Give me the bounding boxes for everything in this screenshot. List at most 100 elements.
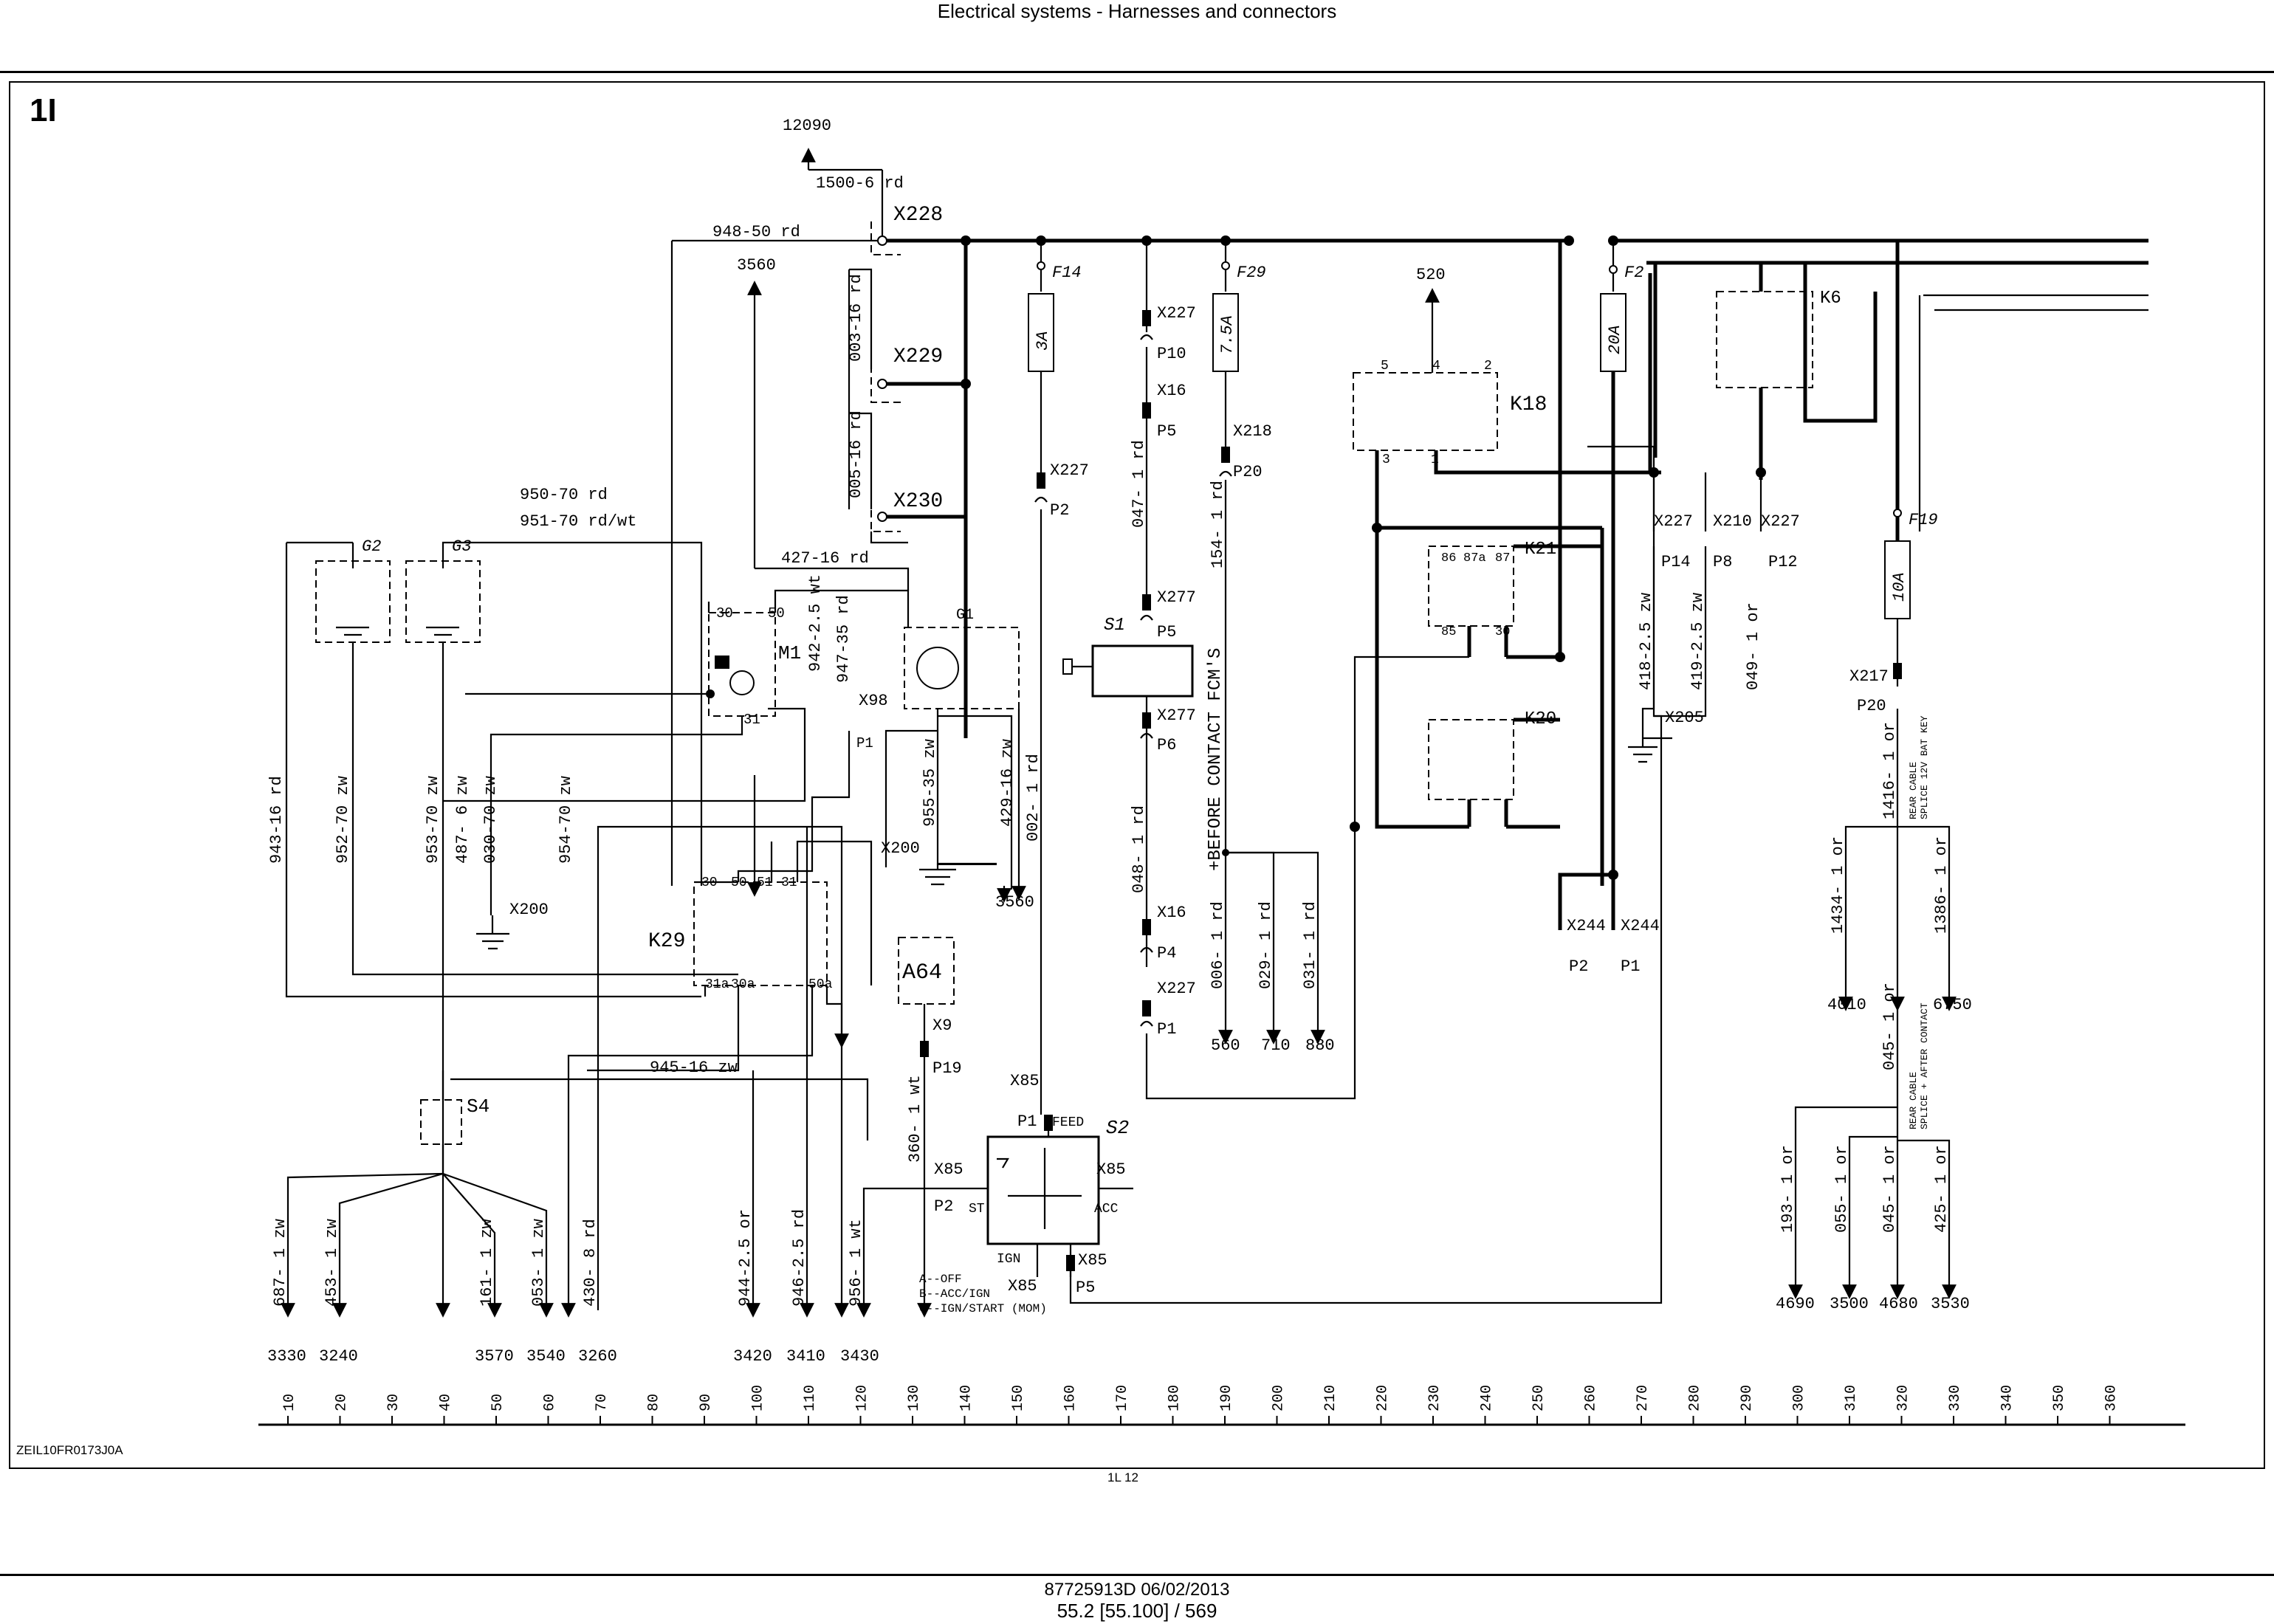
- ruler-tick-label: 270: [1635, 1385, 1652, 1411]
- wire-953: 953-70 zw: [424, 776, 442, 864]
- label-k21: K21: [1525, 540, 1556, 560]
- connector-x9: X9: [932, 1016, 952, 1035]
- ruler-tick-label: 340: [1999, 1385, 2016, 1411]
- pin-p20-f29: P20: [1233, 463, 1263, 481]
- connector-x227-s1: X227: [1157, 304, 1196, 323]
- battery-g2: [285, 541, 738, 998]
- k29-pin-31a: 31a: [705, 977, 729, 992]
- label-k20: K20: [1525, 709, 1556, 729]
- k29-pin-50: 50: [731, 875, 747, 890]
- connector-x200-left: X200: [509, 901, 549, 919]
- ruler-tick-label: 100: [750, 1385, 767, 1411]
- k29-pin-50a: 50a: [808, 977, 833, 992]
- relay-k21: [1350, 523, 1602, 832]
- ref-4690: 4690: [1776, 1295, 1815, 1313]
- ruler-tick-label: 280: [1687, 1385, 1704, 1411]
- connector-stack: [670, 148, 971, 886]
- pin-p5-s2: P5: [1076, 1279, 1095, 1297]
- wire-948: 948-50 rd: [712, 223, 800, 241]
- fuse-f2-branch: [1069, 241, 1766, 1304]
- ref-3240: 3240: [319, 1347, 358, 1366]
- ruler-tick-label: 170: [1114, 1385, 1131, 1411]
- relay-module-k18: [1353, 288, 1661, 886]
- s1-column: [1062, 241, 1469, 1100]
- wire-487: 487- 6 zw: [453, 776, 472, 864]
- sheet-id: 1I: [30, 92, 57, 128]
- note-before-contact: +BEFORE CONTACT FCM'S: [1206, 648, 1226, 871]
- label-f19: F19: [1909, 511, 1938, 529]
- ruler-tick-label: 300: [1791, 1385, 1808, 1411]
- ruler-tick-label: 210: [1322, 1385, 1339, 1411]
- connector-x16-bottom: X16: [1157, 904, 1186, 922]
- wire-193: 193- 1 or: [1779, 1145, 1797, 1233]
- label-m1: M1: [778, 642, 801, 664]
- ruler-tick-label: 190: [1218, 1385, 1235, 1411]
- pin-p12: P12: [1768, 553, 1798, 571]
- ruler-tick-label: 70: [594, 1394, 611, 1411]
- connector-x244-left: X244: [1567, 917, 1606, 935]
- m1-pin-50: 50: [768, 605, 785, 622]
- label-s2: S2: [1106, 1117, 1129, 1139]
- fuse-f14-branch: [1028, 241, 1054, 1115]
- label-g2: G2: [362, 537, 381, 556]
- pin-p20-f19: P20: [1857, 697, 1886, 715]
- module-a64: [898, 937, 955, 1318]
- k21-pin-85: 85: [1441, 625, 1456, 639]
- pin-p1-x98: P1: [856, 735, 873, 751]
- ref-3410: 3410: [786, 1347, 825, 1366]
- wire-945: 945-16 zw: [650, 1059, 738, 1077]
- wire-161: 161- 1 zw: [478, 1219, 496, 1307]
- ref-6750: 6750: [1933, 996, 1972, 1014]
- label-f2: F2: [1624, 264, 1643, 282]
- k21-pin-87a: 87a: [1463, 551, 1486, 565]
- ref-3560-top: 3560: [737, 256, 776, 275]
- wire-954: 954-70 zw: [557, 776, 575, 864]
- ref-3260: 3260: [578, 1347, 617, 1366]
- pin-p5-top: P5: [1157, 422, 1176, 441]
- wire-003: 003-16 rd: [847, 274, 865, 362]
- k29-pin-30: 30: [701, 875, 718, 890]
- ref-4010: 4010: [1827, 996, 1866, 1014]
- wire-002: 002- 1 rd: [1024, 754, 1042, 842]
- wire-045-top: 045- 1 or: [1880, 983, 1899, 1070]
- ruler-tick-label: 110: [802, 1385, 819, 1411]
- s2-feed: FEED: [1052, 1115, 1084, 1130]
- footer-rule: [0, 1574, 2274, 1576]
- wire-1386: 1386- 1 or: [1932, 836, 1951, 934]
- connector-x229: X229: [893, 345, 943, 368]
- connector-x217: X217: [1849, 667, 1889, 686]
- connector-x277-bottom: X277: [1157, 706, 1196, 725]
- wire-419: 419-2.5 zw: [1689, 593, 1707, 690]
- ref-710: 710: [1261, 1036, 1291, 1055]
- ref-4680: 4680: [1879, 1295, 1918, 1313]
- connector-x244-right: X244: [1621, 917, 1660, 935]
- pin-p2-f14: P2: [1050, 501, 1069, 520]
- wire-687: 687- 1 zw: [271, 1219, 289, 1307]
- connector-x98: X98: [859, 692, 888, 710]
- k29-pin-30a: 30a: [731, 977, 755, 992]
- label-s1: S1: [1104, 616, 1125, 636]
- figure-code: ZEIL10FR0173J0A: [16, 1443, 123, 1457]
- k18-pin-1: 1: [1431, 453, 1439, 467]
- wire-955: 955-35 zw: [921, 739, 939, 827]
- wire-950: 950-70 rd: [520, 486, 608, 504]
- connector-x227-k6: X227: [1761, 512, 1800, 531]
- diagram-frame: [9, 81, 2265, 1469]
- k21-pin-87: 87: [1495, 551, 1510, 565]
- s2-note-a: A--OFF: [919, 1273, 962, 1286]
- page-reference: 1L 12: [1107, 1470, 1138, 1484]
- wire-1500: 1500-6 rd: [816, 174, 904, 193]
- wire-453: 453- 1 zw: [323, 1219, 341, 1307]
- label-g3: G3: [452, 537, 471, 556]
- ruler-tick-label: 260: [1583, 1385, 1600, 1411]
- f29-rating: 7.5A: [1218, 315, 1237, 354]
- connector-x85-top: X85: [1010, 1072, 1040, 1090]
- wire-154: 154- 1 rd: [1209, 481, 1227, 568]
- f19-rating: 10A: [1890, 572, 1909, 602]
- wire-031: 031- 1 rd: [1301, 901, 1319, 989]
- connector-x230: X230: [893, 490, 943, 513]
- relay-k29: [561, 731, 873, 1310]
- k21-pin-30: 30: [1495, 625, 1510, 639]
- wire-943: 943-16 rd: [267, 776, 286, 864]
- s2-st: ST: [969, 1202, 985, 1217]
